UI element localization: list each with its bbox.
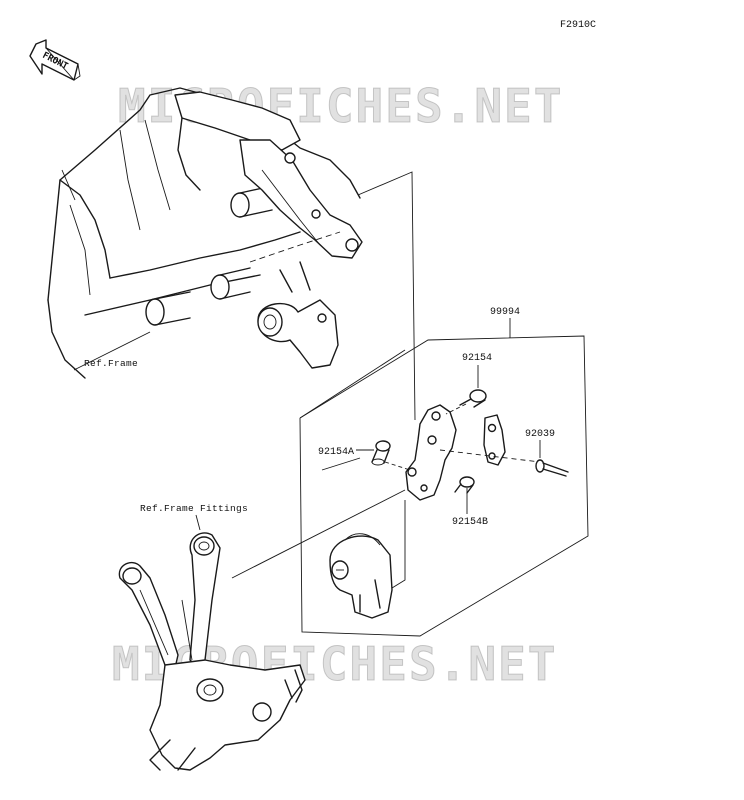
leader-frame bbox=[357, 171, 416, 421]
watermark-top: MICROFICHES.NET bbox=[118, 79, 563, 133]
label-92154a: 92154A bbox=[318, 447, 354, 458]
leader-ref-fittings bbox=[195, 514, 201, 531]
diagram-code: F2910C bbox=[560, 20, 596, 31]
frame-fittings-drawing bbox=[118, 532, 306, 771]
lower-bracket-part bbox=[329, 533, 393, 619]
label-ref-frame-fittings: Ref.Frame Fittings bbox=[140, 503, 248, 514]
bracket-part bbox=[405, 404, 541, 501]
leader-lower-bracket bbox=[391, 500, 406, 589]
label-ref-frame: Ref.Frame bbox=[84, 358, 138, 369]
bolt-92154b-icon bbox=[454, 476, 475, 494]
label-92154: 92154 bbox=[462, 353, 492, 364]
leader-92154a-2 bbox=[321, 457, 361, 471]
assembly-box-edge bbox=[299, 349, 406, 419]
bolt-92154-icon bbox=[445, 389, 487, 415]
frame-drawing bbox=[47, 87, 363, 379]
assembly-box bbox=[299, 335, 589, 637]
label-99994: 99994 bbox=[490, 307, 520, 318]
front-arrow-icon: FRONT bbox=[29, 39, 81, 81]
label-92039: 92039 bbox=[525, 429, 555, 440]
pin-92039-icon bbox=[535, 459, 569, 477]
leader-fittings bbox=[231, 489, 406, 579]
label-92154b: 92154B bbox=[452, 517, 488, 528]
bolt-92154a-icon bbox=[371, 440, 411, 471]
